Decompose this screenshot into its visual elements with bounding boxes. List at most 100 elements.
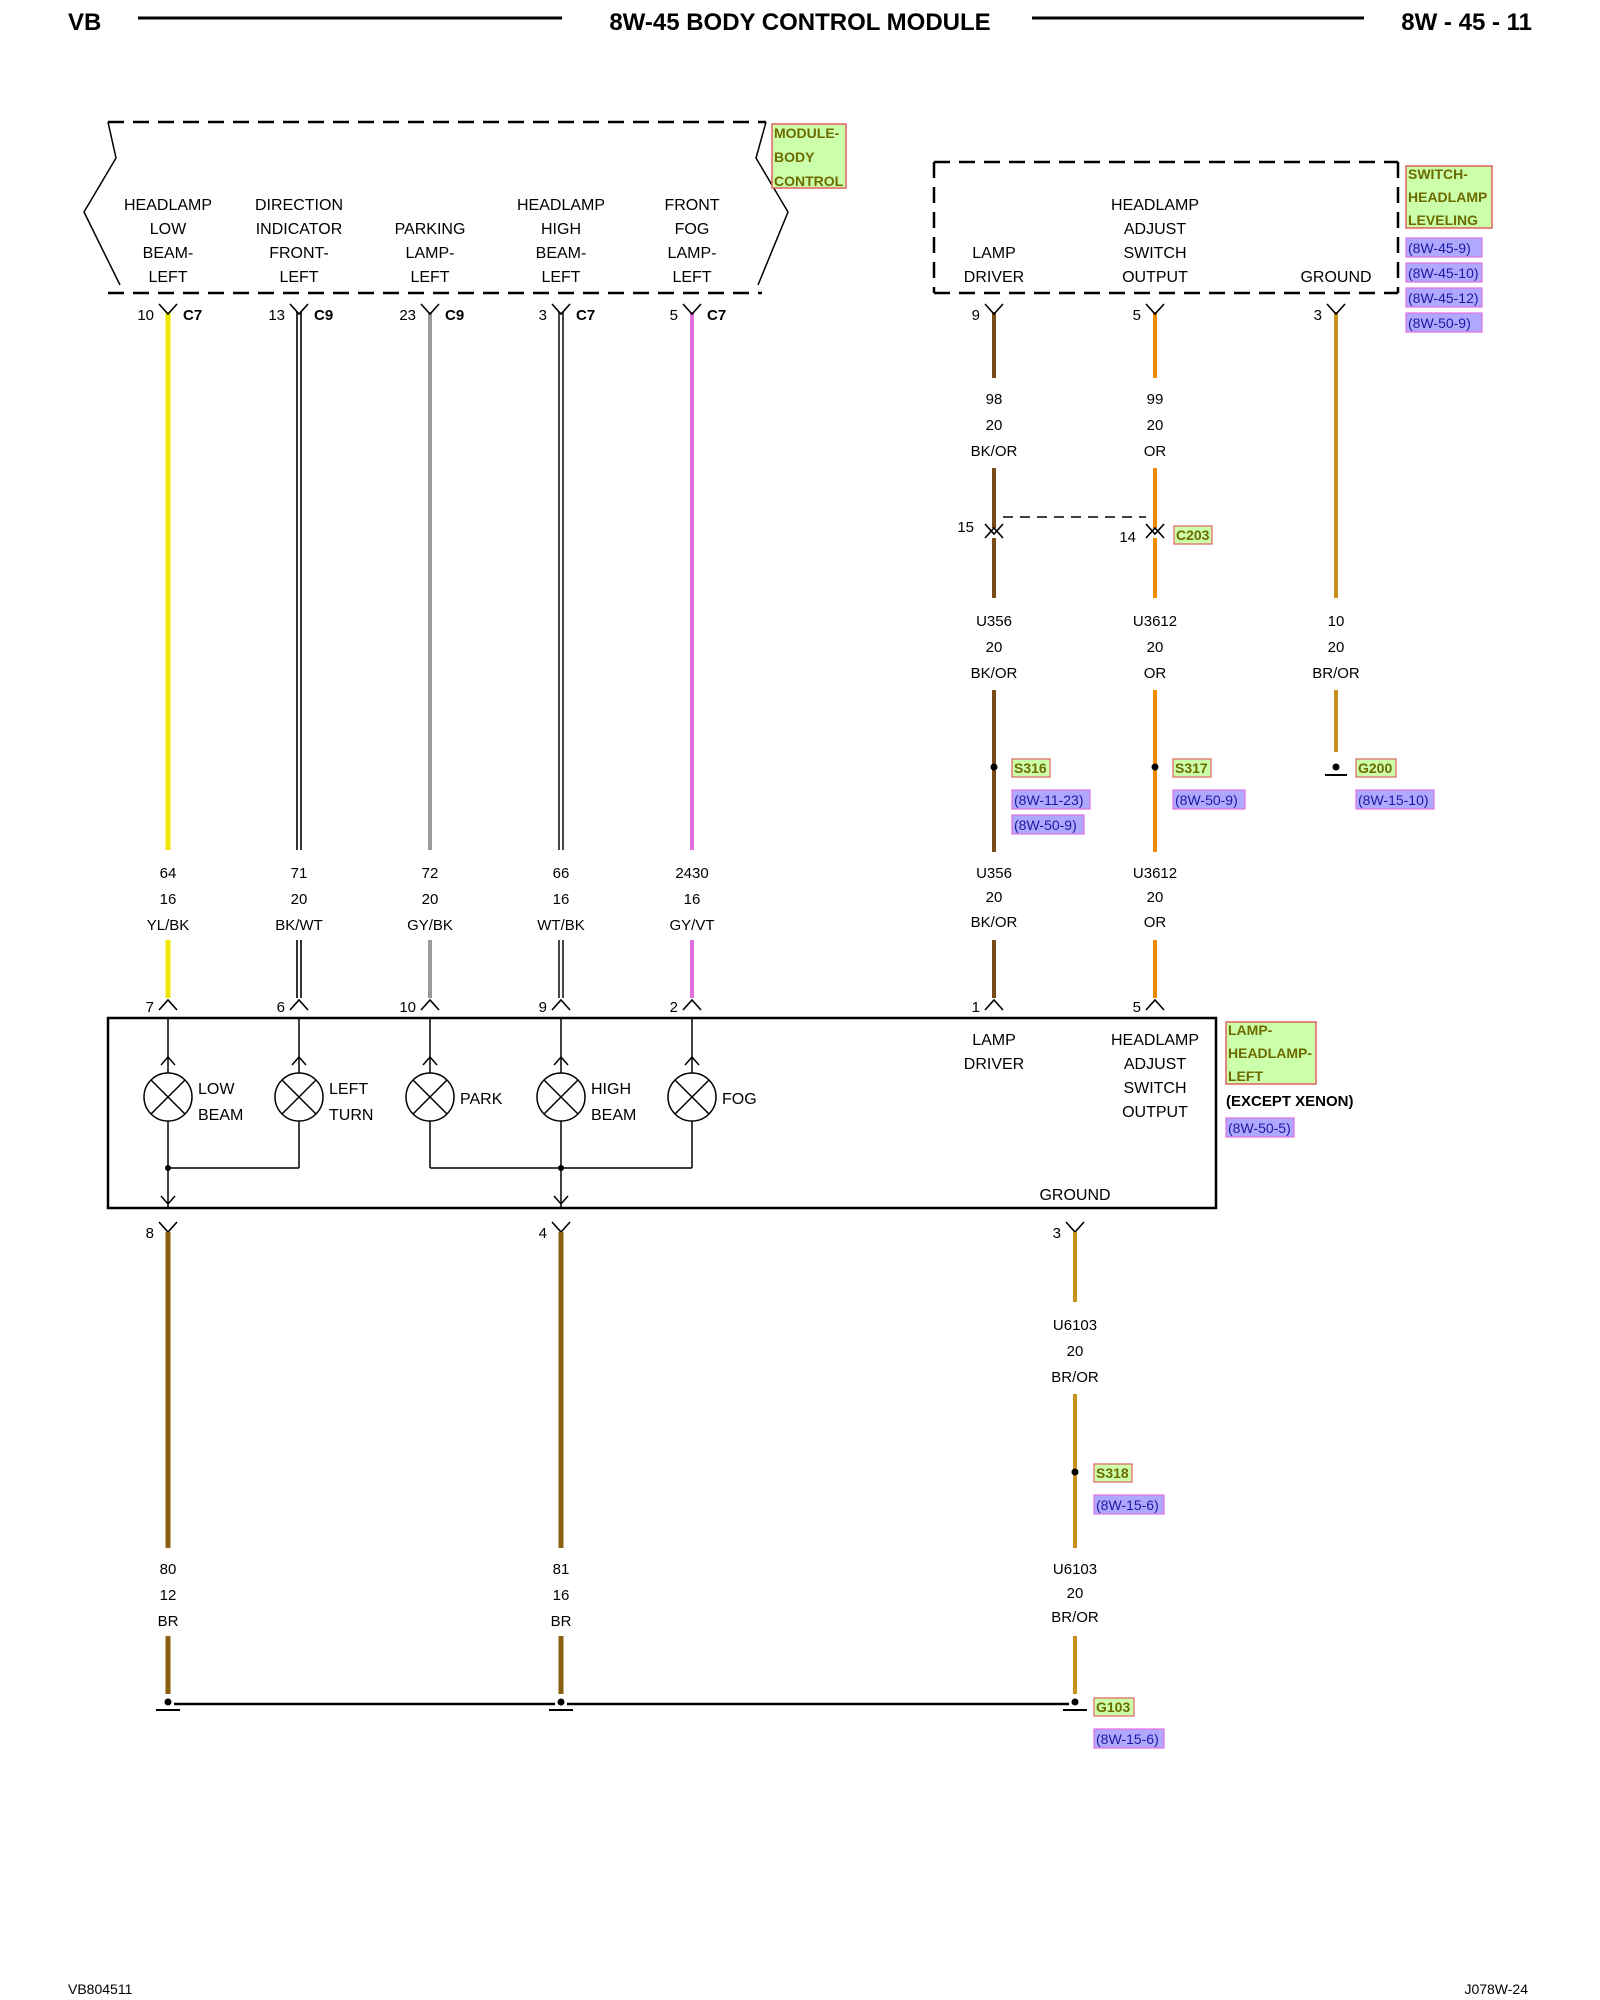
switch-pin-3: 3 [1314, 307, 1322, 324]
bulb-high-beam-label-2: BEAM [591, 1107, 636, 1124]
s318-ref-1[interactable]: (8W-15-6) [1096, 1497, 1159, 1513]
switch-label-lamp-driver-2: DRIVER [964, 269, 1024, 286]
wire-u6103-color-a: BR/OR [1051, 1369, 1099, 1386]
ground-wire-labels: U6103 20 BR/OR 80 12 BR 81 16 BR U6103 2… [158, 1317, 1099, 1630]
bcm-label-parking-1: PARKING [395, 221, 466, 238]
wire-u3612-circuit-b: U3612 [1133, 865, 1177, 882]
lamp-ref[interactable]: (8W-50-5) [1228, 1120, 1291, 1136]
wire-98-gauge: 20 [986, 417, 1003, 434]
lamp-adjust-label-2: ADJUST [1124, 1056, 1186, 1073]
switch-label-lamp-driver-1: LAMP [972, 245, 1016, 262]
bcm-pin-13: 13 [268, 307, 285, 324]
switch-label-adjust-4: OUTPUT [1122, 269, 1188, 286]
wire-u3612-gauge-b: 20 [1147, 889, 1164, 906]
wire-u356-circuit-a: U356 [976, 613, 1012, 630]
lamp-except-note: (EXCEPT XENON) [1226, 1093, 1354, 1110]
wire-u6103-gauge-a: 20 [1067, 1343, 1084, 1360]
wire-98-color: BK/OR [971, 443, 1018, 460]
g200-tag: G200 [1358, 760, 1392, 776]
bcm-label-fog-2: FOG [675, 221, 710, 238]
lamp-pin-4: 4 [539, 1225, 547, 1242]
wire-71-circuit: 71 [291, 865, 308, 882]
wire-u356-color-b: BK/OR [971, 914, 1018, 931]
bcm-pin-3: 3 [539, 307, 547, 324]
wire-72-color: GY/BK [407, 917, 453, 934]
lamp-pin-7: 7 [146, 999, 154, 1016]
s317-ref-1[interactable]: (8W-50-9) [1175, 792, 1238, 808]
wire-u356-gauge-a: 20 [986, 639, 1003, 656]
bcm-tag-box [771, 123, 847, 189]
page-title: 8W-45 BODY CONTROL MODULE [609, 9, 990, 36]
g103-ref-1[interactable]: (8W-15-6) [1096, 1731, 1159, 1747]
bcm-label-high-beam-4: LEFT [541, 269, 580, 286]
switch-label-ground: GROUND [1300, 269, 1371, 286]
bulb-left-turn-label-2: TURN [329, 1107, 373, 1124]
switch-ref-3[interactable]: (8W-45-12) [1408, 290, 1479, 306]
wires-bcm-to-lamp [165, 312, 694, 998]
switch-ref-2[interactable]: (8W-45-10) [1408, 265, 1479, 281]
bcm-tag-line3: CONTROL [774, 173, 844, 189]
wire-2430-gauge: 16 [684, 891, 701, 908]
bcm-label-high-beam-3: BEAM- [536, 245, 587, 262]
lamp-tag-box [1225, 1021, 1317, 1085]
bcm-connector-c7-a: C7 [183, 307, 202, 324]
page-header: VB 8W-45 BODY CONTROL MODULE 8W - 45 - 1… [68, 9, 1532, 36]
bcm-tag-line2: BODY [774, 149, 815, 165]
switch-upper-wire-labels: 98 20 BK/OR 99 20 OR [971, 391, 1167, 460]
s317-tag: S317 [1175, 760, 1208, 776]
bcm-label-low-beam-4: LEFT [148, 269, 187, 286]
wires-ground [165, 1232, 1077, 1694]
wire-64-color: YL/BK [147, 917, 190, 934]
lamp-pin-1: 1 [972, 999, 980, 1016]
s316-ref-1[interactable]: (8W-11-23) [1014, 792, 1084, 808]
wire-u356-color-a: BK/OR [971, 665, 1018, 682]
bcm-label-direction-4: LEFT [279, 269, 318, 286]
switch-lower-wire-labels: U356 20 BK/OR U3612 20 OR [971, 865, 1177, 931]
switch-ref-4[interactable]: (8W-50-9) [1408, 315, 1471, 331]
c203-pin-15: 15 [957, 519, 974, 536]
wire-66-gauge: 16 [553, 891, 570, 908]
lamp-pin-6: 6 [277, 999, 285, 1016]
wire-2430-circuit: 2430 [675, 865, 708, 882]
lamp-adjust-label-3: SWITCH [1123, 1080, 1186, 1097]
switch-ref-1[interactable]: (8W-45-9) [1408, 240, 1471, 256]
bcm-label-direction-3: FRONT- [269, 245, 329, 262]
g103-tag: G103 [1096, 1699, 1130, 1715]
lamp-adjust-label-1: HEADLAMP [1111, 1032, 1199, 1049]
wire-66-circuit: 66 [553, 865, 570, 882]
bcm-pin-5: 5 [670, 307, 678, 324]
wire-u356-circuit-b: U356 [976, 865, 1012, 882]
wire-81-gauge: 16 [553, 1587, 570, 1604]
switch-tag-line2: HEADLAMP [1408, 189, 1487, 205]
body-control-module: MODULE- BODY CONTROL HEADLAMP LOW BEAM- … [83, 120, 847, 324]
bcm-label-high-beam-2: HIGH [541, 221, 581, 238]
bcm-tag-line1: MODULE- [774, 125, 840, 141]
wire-10-color: BR/OR [1312, 665, 1360, 682]
wire-66-color: WT/BK [537, 917, 585, 934]
wire-u3612-circuit-a: U3612 [1133, 613, 1177, 630]
switch-tag-line1: SWITCH- [1408, 166, 1468, 182]
g200-ref-1[interactable]: (8W-15-10) [1358, 792, 1429, 808]
wire-u6103-circuit-b: U6103 [1053, 1561, 1097, 1578]
bulb-left-turn-label-1: LEFT [329, 1081, 368, 1098]
splice-s317: S317 (8W-50-9) [1151, 758, 1246, 810]
c203-pin-14: 14 [1119, 529, 1136, 546]
splice-s318: S318 (8W-15-6) [1071, 1463, 1165, 1515]
lamp-pin-3: 3 [1053, 1225, 1061, 1242]
s316-ref-2[interactable]: (8W-50-9) [1014, 817, 1077, 833]
bulb-fog [667, 1072, 717, 1122]
page-number: 8W - 45 - 11 [1401, 9, 1532, 36]
bulb-fog-label: FOG [722, 1091, 757, 1108]
wire-71-gauge: 20 [291, 891, 308, 908]
headlamp-left-assembly: 7 6 10 9 2 1 5 [106, 998, 1354, 1242]
bulb-high-beam-label-1: HIGH [591, 1081, 631, 1098]
bulb-low-beam-label-2: BEAM [198, 1107, 243, 1124]
bcm-label-low-beam-2: LOW [150, 221, 187, 238]
wire-64-circuit: 64 [160, 865, 177, 882]
wire-80-color: BR [158, 1613, 179, 1630]
lamp-pin-5: 5 [1133, 999, 1141, 1016]
bcm-pin-10: 10 [137, 307, 154, 324]
c203-tag: C203 [1176, 527, 1210, 543]
ground-g200: G200 (8W-15-10) [1325, 758, 1435, 810]
lamp-adjust-label-4: OUTPUT [1122, 1104, 1188, 1121]
